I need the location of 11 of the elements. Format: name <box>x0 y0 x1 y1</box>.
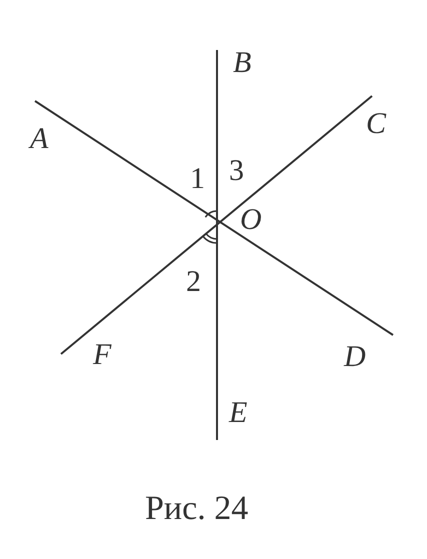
point-label: O <box>240 205 262 235</box>
angle-number: 2 <box>186 267 201 297</box>
point-label: D <box>344 342 366 372</box>
point-label: E <box>229 398 248 428</box>
point-label: A <box>30 124 48 154</box>
figure-caption: Рис. 24 <box>145 492 248 526</box>
point-label: F <box>93 340 112 370</box>
point-label: B <box>233 48 252 78</box>
angle-number: 1 <box>190 164 205 194</box>
point-label: C <box>366 109 386 139</box>
angle-number: 3 <box>229 156 244 186</box>
